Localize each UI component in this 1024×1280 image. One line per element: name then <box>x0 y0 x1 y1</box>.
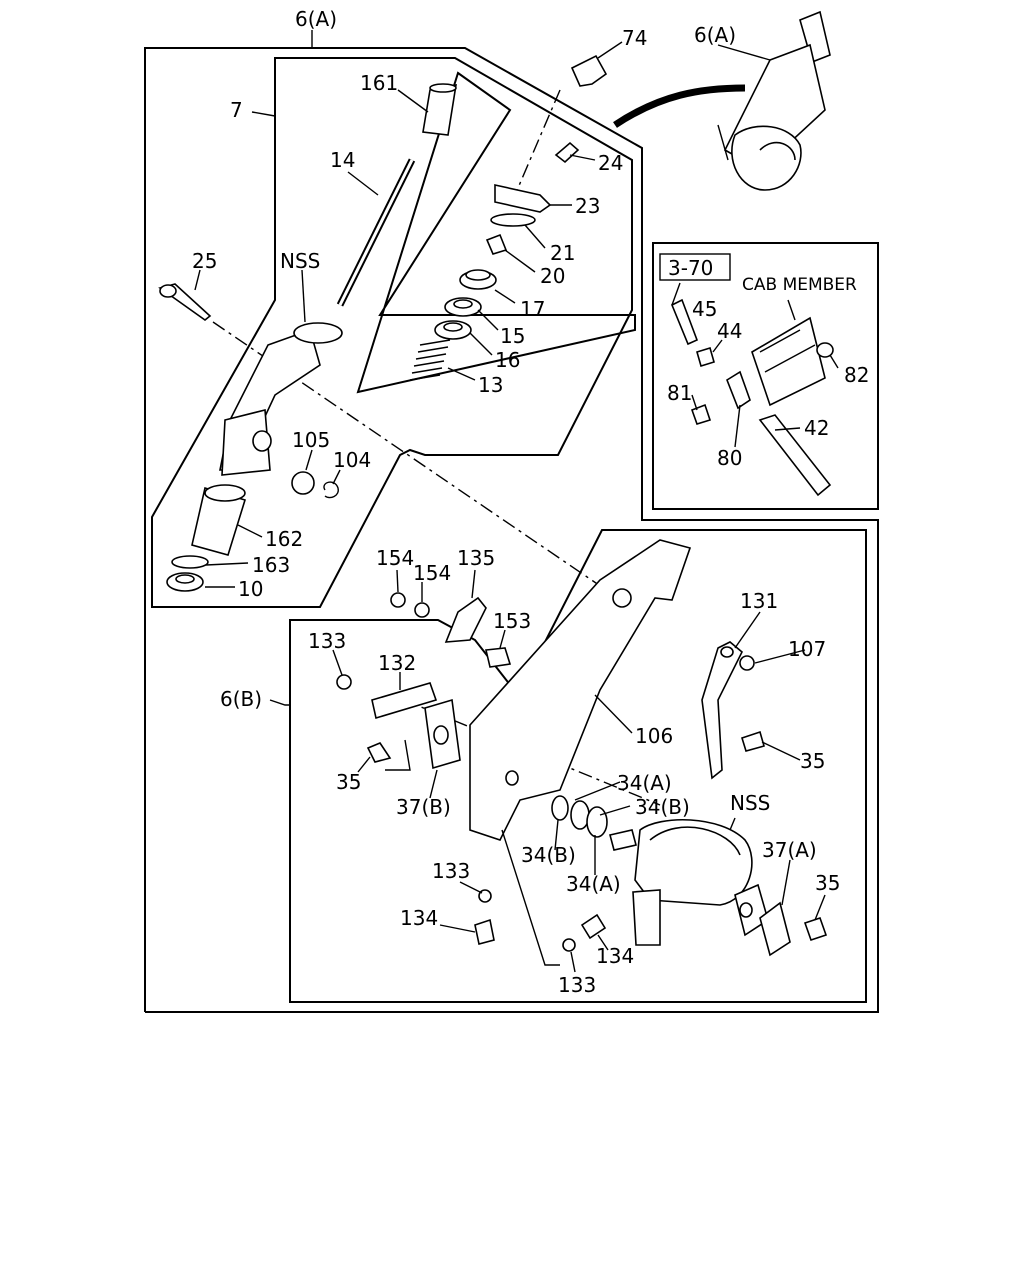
callout-104: 104 <box>333 448 371 472</box>
callout-6a-top: 6(A) <box>295 7 337 31</box>
callout-105: 105 <box>292 428 330 452</box>
callout-132: 132 <box>378 651 416 675</box>
small-fasteners <box>336 592 828 952</box>
callout-3-70: 3-70 <box>668 256 713 280</box>
part-37a-gasket <box>759 901 791 957</box>
part-131-bracket <box>701 641 743 780</box>
part-20-nut <box>485 233 508 255</box>
part-106-bracket <box>469 539 692 841</box>
callout-35a: 35 <box>336 770 361 794</box>
callout-37b: 37(B) <box>396 795 451 819</box>
callout-81: 81 <box>667 381 692 405</box>
callout-133c: 133 <box>558 973 596 997</box>
part-162-boot <box>191 484 247 556</box>
part-135-clamp <box>444 596 487 643</box>
callout-7: 7 <box>230 98 243 122</box>
callout-14: 14 <box>330 148 355 172</box>
part-105-cap <box>291 471 315 495</box>
callout-133b: 133 <box>432 859 470 883</box>
callout-135: 135 <box>457 546 495 570</box>
callout-153: 153 <box>493 609 531 633</box>
callout-13: 13 <box>478 373 503 397</box>
part-14-rod <box>336 158 416 307</box>
callout-80: 80 <box>717 446 742 470</box>
part-7-column <box>219 322 343 476</box>
callout-20: 20 <box>540 264 565 288</box>
part-74-elbow <box>570 54 608 87</box>
part-25-bolt <box>158 283 212 322</box>
subassembly-7-frame <box>151 57 633 608</box>
part-17-bushing <box>459 269 497 290</box>
part-163-ring <box>171 555 209 569</box>
part-34-washers <box>551 795 608 838</box>
part-21-washer <box>490 213 536 227</box>
reference-box-3-70 <box>659 253 731 281</box>
callout-labels: 6(A) 6(A) 7 161 14 74 24 23 21 20 17 15 … <box>192 7 869 997</box>
callout-162: 162 <box>265 527 303 551</box>
part-161 <box>422 83 457 136</box>
exploded-view-frame <box>356 71 636 394</box>
callout-37a: 37(A) <box>762 838 817 862</box>
cab-member-inset-frame <box>652 242 879 510</box>
callout-134a: 134 <box>400 906 438 930</box>
callout-23: 23 <box>575 194 600 218</box>
callout-24: 24 <box>598 151 623 175</box>
callout-44: 44 <box>717 319 742 343</box>
callout-17: 17 <box>520 297 545 321</box>
part-104-clip <box>323 481 339 499</box>
callout-21: 21 <box>550 241 575 265</box>
callout-15: 15 <box>500 324 525 348</box>
part-23-plate <box>494 184 552 213</box>
callout-34b-top: 34(B) <box>635 795 690 819</box>
callout-35c: 35 <box>815 871 840 895</box>
callout-nss-top: NSS <box>280 249 320 273</box>
callout-82: 82 <box>844 363 869 387</box>
callout-154a: 154 <box>376 546 414 570</box>
assembled-view-6a <box>613 10 831 191</box>
part-10-grommet <box>166 572 204 592</box>
part-nss-housing <box>632 818 769 946</box>
callout-cab-member: CAB MEMBER <box>742 275 857 295</box>
part-13-spring <box>409 339 451 381</box>
callout-131: 131 <box>740 589 778 613</box>
callout-107: 107 <box>788 637 826 661</box>
callout-34a-top: 34(A) <box>617 771 672 795</box>
callout-25: 25 <box>192 249 217 273</box>
callout-34a-bottom: 34(A) <box>566 872 621 896</box>
callout-134b: 134 <box>596 944 634 968</box>
cab-member-parts <box>670 298 834 497</box>
callout-10: 10 <box>238 577 263 601</box>
part-16-retainer <box>434 320 472 340</box>
part-132-plate <box>371 682 438 720</box>
callout-16: 16 <box>495 348 520 372</box>
main-frame <box>144 47 879 1013</box>
callout-35b: 35 <box>800 749 825 773</box>
leader-lines <box>194 30 839 973</box>
callout-6a-inset: 6(A) <box>694 23 736 47</box>
part-24-screw <box>554 141 580 164</box>
subassembly-6b-frame <box>289 529 867 1003</box>
callout-133a: 133 <box>308 629 346 653</box>
callout-34b-bottom: 34(B) <box>521 843 576 867</box>
callout-6b: 6(B) <box>220 687 262 711</box>
callout-42: 42 <box>804 416 829 440</box>
callout-154b: 154 <box>413 561 451 585</box>
part-37b-gasket <box>424 698 461 770</box>
callout-163: 163 <box>252 553 290 577</box>
part-15-seal <box>444 297 482 317</box>
callout-74: 74 <box>622 26 647 50</box>
callout-106: 106 <box>635 724 673 748</box>
callout-nss-bottom: NSS <box>730 791 770 815</box>
callout-45: 45 <box>692 297 717 321</box>
callout-161: 161 <box>360 71 398 95</box>
